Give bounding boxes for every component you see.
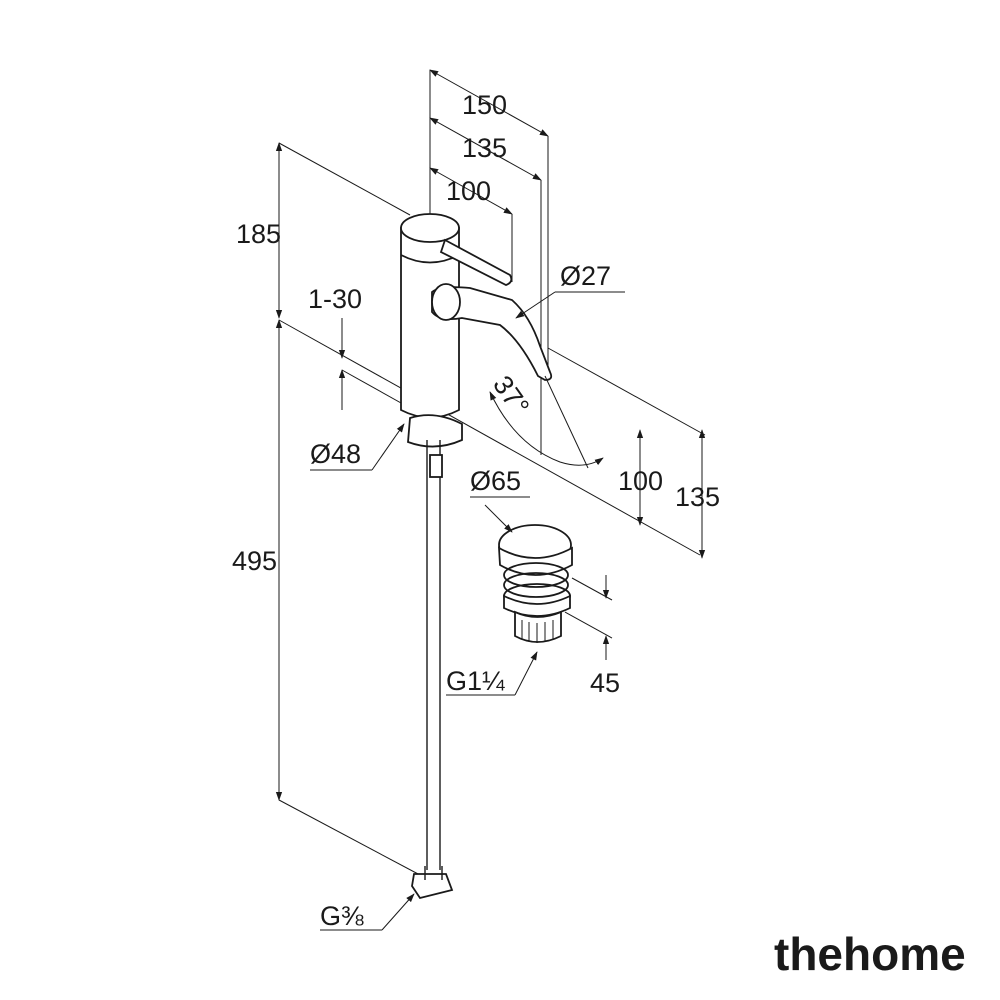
dim-495-label: 495 — [232, 546, 277, 576]
angle-37-dimension — [489, 375, 604, 469]
dim-150-label: 150 — [462, 90, 507, 120]
base-diameter-leader — [310, 423, 405, 471]
dim-37-label: 37° — [487, 370, 535, 421]
dim-100-top-label: 100 — [446, 176, 491, 206]
spout-diameter-leader — [515, 291, 625, 319]
dim-1-30-label: 1-30 — [308, 284, 362, 314]
dim-135-top-label: 135 — [462, 133, 507, 163]
dim-100-right-label: 100 — [618, 466, 663, 496]
faucet-body — [400, 213, 553, 900]
right-height-dimensions — [547, 347, 706, 559]
dim-135-right-label: 135 — [675, 482, 720, 512]
deck-thickness-dimension — [338, 318, 411, 410]
drain-thread-leader — [446, 651, 538, 696]
drain-height-dimension — [564, 575, 613, 660]
dim-g38-label: G⅜ — [320, 901, 364, 931]
drain-diameter-leader — [470, 496, 530, 533]
dim-48-label: Ø48 — [310, 439, 361, 469]
watermark: thehome — [774, 928, 966, 980]
dim-65-label: Ø65 — [470, 466, 521, 496]
dim-27-label: Ø27 — [560, 261, 611, 291]
drain-plug — [498, 524, 573, 643]
hose-thread-leader — [320, 893, 415, 931]
left-dimension-lines — [275, 142, 701, 876]
dim-45-label: 45 — [590, 668, 620, 698]
dim-g114-label: G1¼ — [446, 666, 505, 696]
dim-185-label: 185 — [236, 219, 281, 249]
